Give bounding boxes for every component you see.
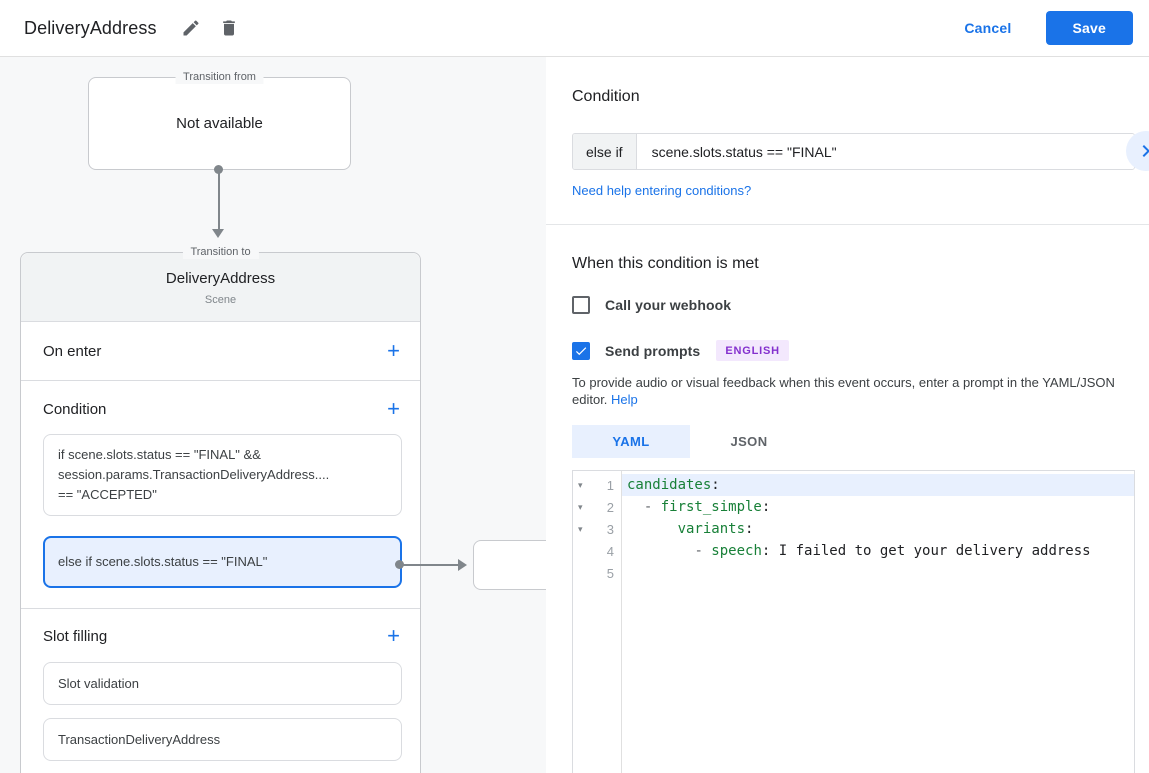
send-prompts-label: Send prompts (605, 342, 701, 359)
slot-item-validation[interactable]: Slot validation (43, 662, 402, 705)
transition-to-legend: Transition to (182, 245, 259, 259)
save-button[interactable]: Save (1045, 11, 1133, 45)
scene-type: Scene (204, 294, 237, 306)
add-condition-button[interactable]: + (387, 396, 400, 421)
code-line[interactable]: ▾2 - first_simple: (573, 496, 1134, 518)
editor-gutter (573, 471, 622, 773)
condition-expression-row: else if (572, 133, 1135, 170)
topbar-actions: Cancel Save (964, 11, 1133, 45)
condition-section: Condition + if scene.slots.status == "FI… (21, 380, 420, 608)
conditions-help-link[interactable]: Need help entering conditions? (572, 183, 752, 198)
webhook-label: Call your webhook (605, 297, 732, 313)
fold-arrow-icon[interactable]: ▾ (578, 501, 583, 512)
code-line[interactable]: ▾3 variants: (573, 518, 1134, 540)
topbar: DeliveryAddress Cancel Save (0, 0, 1149, 57)
fold-arrow-icon[interactable]: ▾ (578, 479, 583, 490)
add-slot-button[interactable]: + (387, 623, 400, 648)
flowchart-canvas: Transition from Not available Transition… (0, 57, 546, 773)
tab-yaml[interactable]: YAML (572, 425, 690, 458)
pencil-icon (181, 18, 201, 38)
line-number: 3 (606, 521, 614, 537)
transition-from-legend: Transition from (175, 70, 264, 84)
webhook-row: Call your webhook (572, 296, 1135, 314)
when-met-heading: When this condition is met (572, 255, 759, 272)
line-number: 4 (606, 543, 614, 559)
arrow-down-icon (212, 229, 224, 238)
editor-tabs: YAML JSON (572, 425, 1135, 458)
line-number: 5 (606, 565, 614, 581)
connector-line-down (218, 173, 220, 230)
connector-dot-right (395, 560, 404, 569)
scene-card: Transition to DeliveryAddress Scene On e… (20, 245, 421, 773)
prompts-description: To provide audio or visual feedback when… (572, 374, 1135, 408)
condition-item-else-if[interactable]: else if scene.slots.status == "FINAL" (43, 536, 402, 588)
webhook-checkbox[interactable] (572, 296, 590, 314)
transition-from-box: Transition from Not available (88, 70, 351, 170)
slot-filling-label: Slot filling (43, 627, 108, 645)
prompts-description-text: To provide audio or visual feedback when… (572, 375, 1115, 407)
code-line[interactable]: 5 (573, 562, 1134, 584)
on-enter-label: On enter (43, 342, 102, 360)
prompts-help-link[interactable]: Help (611, 392, 638, 407)
condition-section-label: Condition (43, 400, 107, 418)
condition-item-if[interactable]: if scene.slots.status == "FINAL" && sess… (43, 434, 402, 516)
slot-item-transaction-delivery-address[interactable]: TransactionDeliveryAddress (43, 718, 402, 761)
tab-json[interactable]: JSON (690, 425, 808, 458)
send-prompts-checkbox[interactable] (572, 341, 590, 360)
transition-target-box[interactable] (473, 540, 546, 590)
chevron-right-icon (1134, 139, 1149, 163)
connector-dot-down (214, 165, 223, 174)
condition-heading: Condition (572, 88, 640, 105)
scene-name: DeliveryAddress (165, 270, 276, 287)
condition-panel: Condition else if Need help entering con… (546, 57, 1149, 773)
connector-line-right (403, 564, 459, 566)
trash-icon (219, 18, 239, 38)
fold-arrow-icon[interactable]: ▾ (578, 523, 583, 534)
transition-from-value: Not available (176, 115, 263, 132)
condition-expression-input[interactable] (636, 134, 1134, 169)
scene-card-header[interactable]: DeliveryAddress Scene (21, 253, 420, 322)
condition-operator-label: else if (573, 134, 637, 169)
on-enter-row: On enter + (21, 322, 420, 380)
edit-scene-button[interactable] (181, 18, 201, 38)
collapse-panel-button[interactable] (1126, 131, 1149, 171)
line-number: 1 (606, 477, 614, 493)
section-divider (546, 224, 1149, 225)
line-number: 2 (606, 499, 614, 515)
send-prompts-row: Send prompts ENGLISH (572, 340, 1135, 361)
add-on-enter-button[interactable]: + (387, 338, 400, 363)
page-title: DeliveryAddress (24, 17, 157, 38)
delete-scene-button[interactable] (219, 18, 239, 38)
cancel-button[interactable]: Cancel (964, 20, 1012, 36)
slot-filling-section: Slot filling + Slot validation Transacti… (21, 608, 420, 773)
language-badge: ENGLISH (716, 340, 789, 361)
arrow-right-icon (458, 559, 467, 571)
code-line[interactable]: 4 - speech: I failed to get your deliver… (573, 540, 1134, 562)
